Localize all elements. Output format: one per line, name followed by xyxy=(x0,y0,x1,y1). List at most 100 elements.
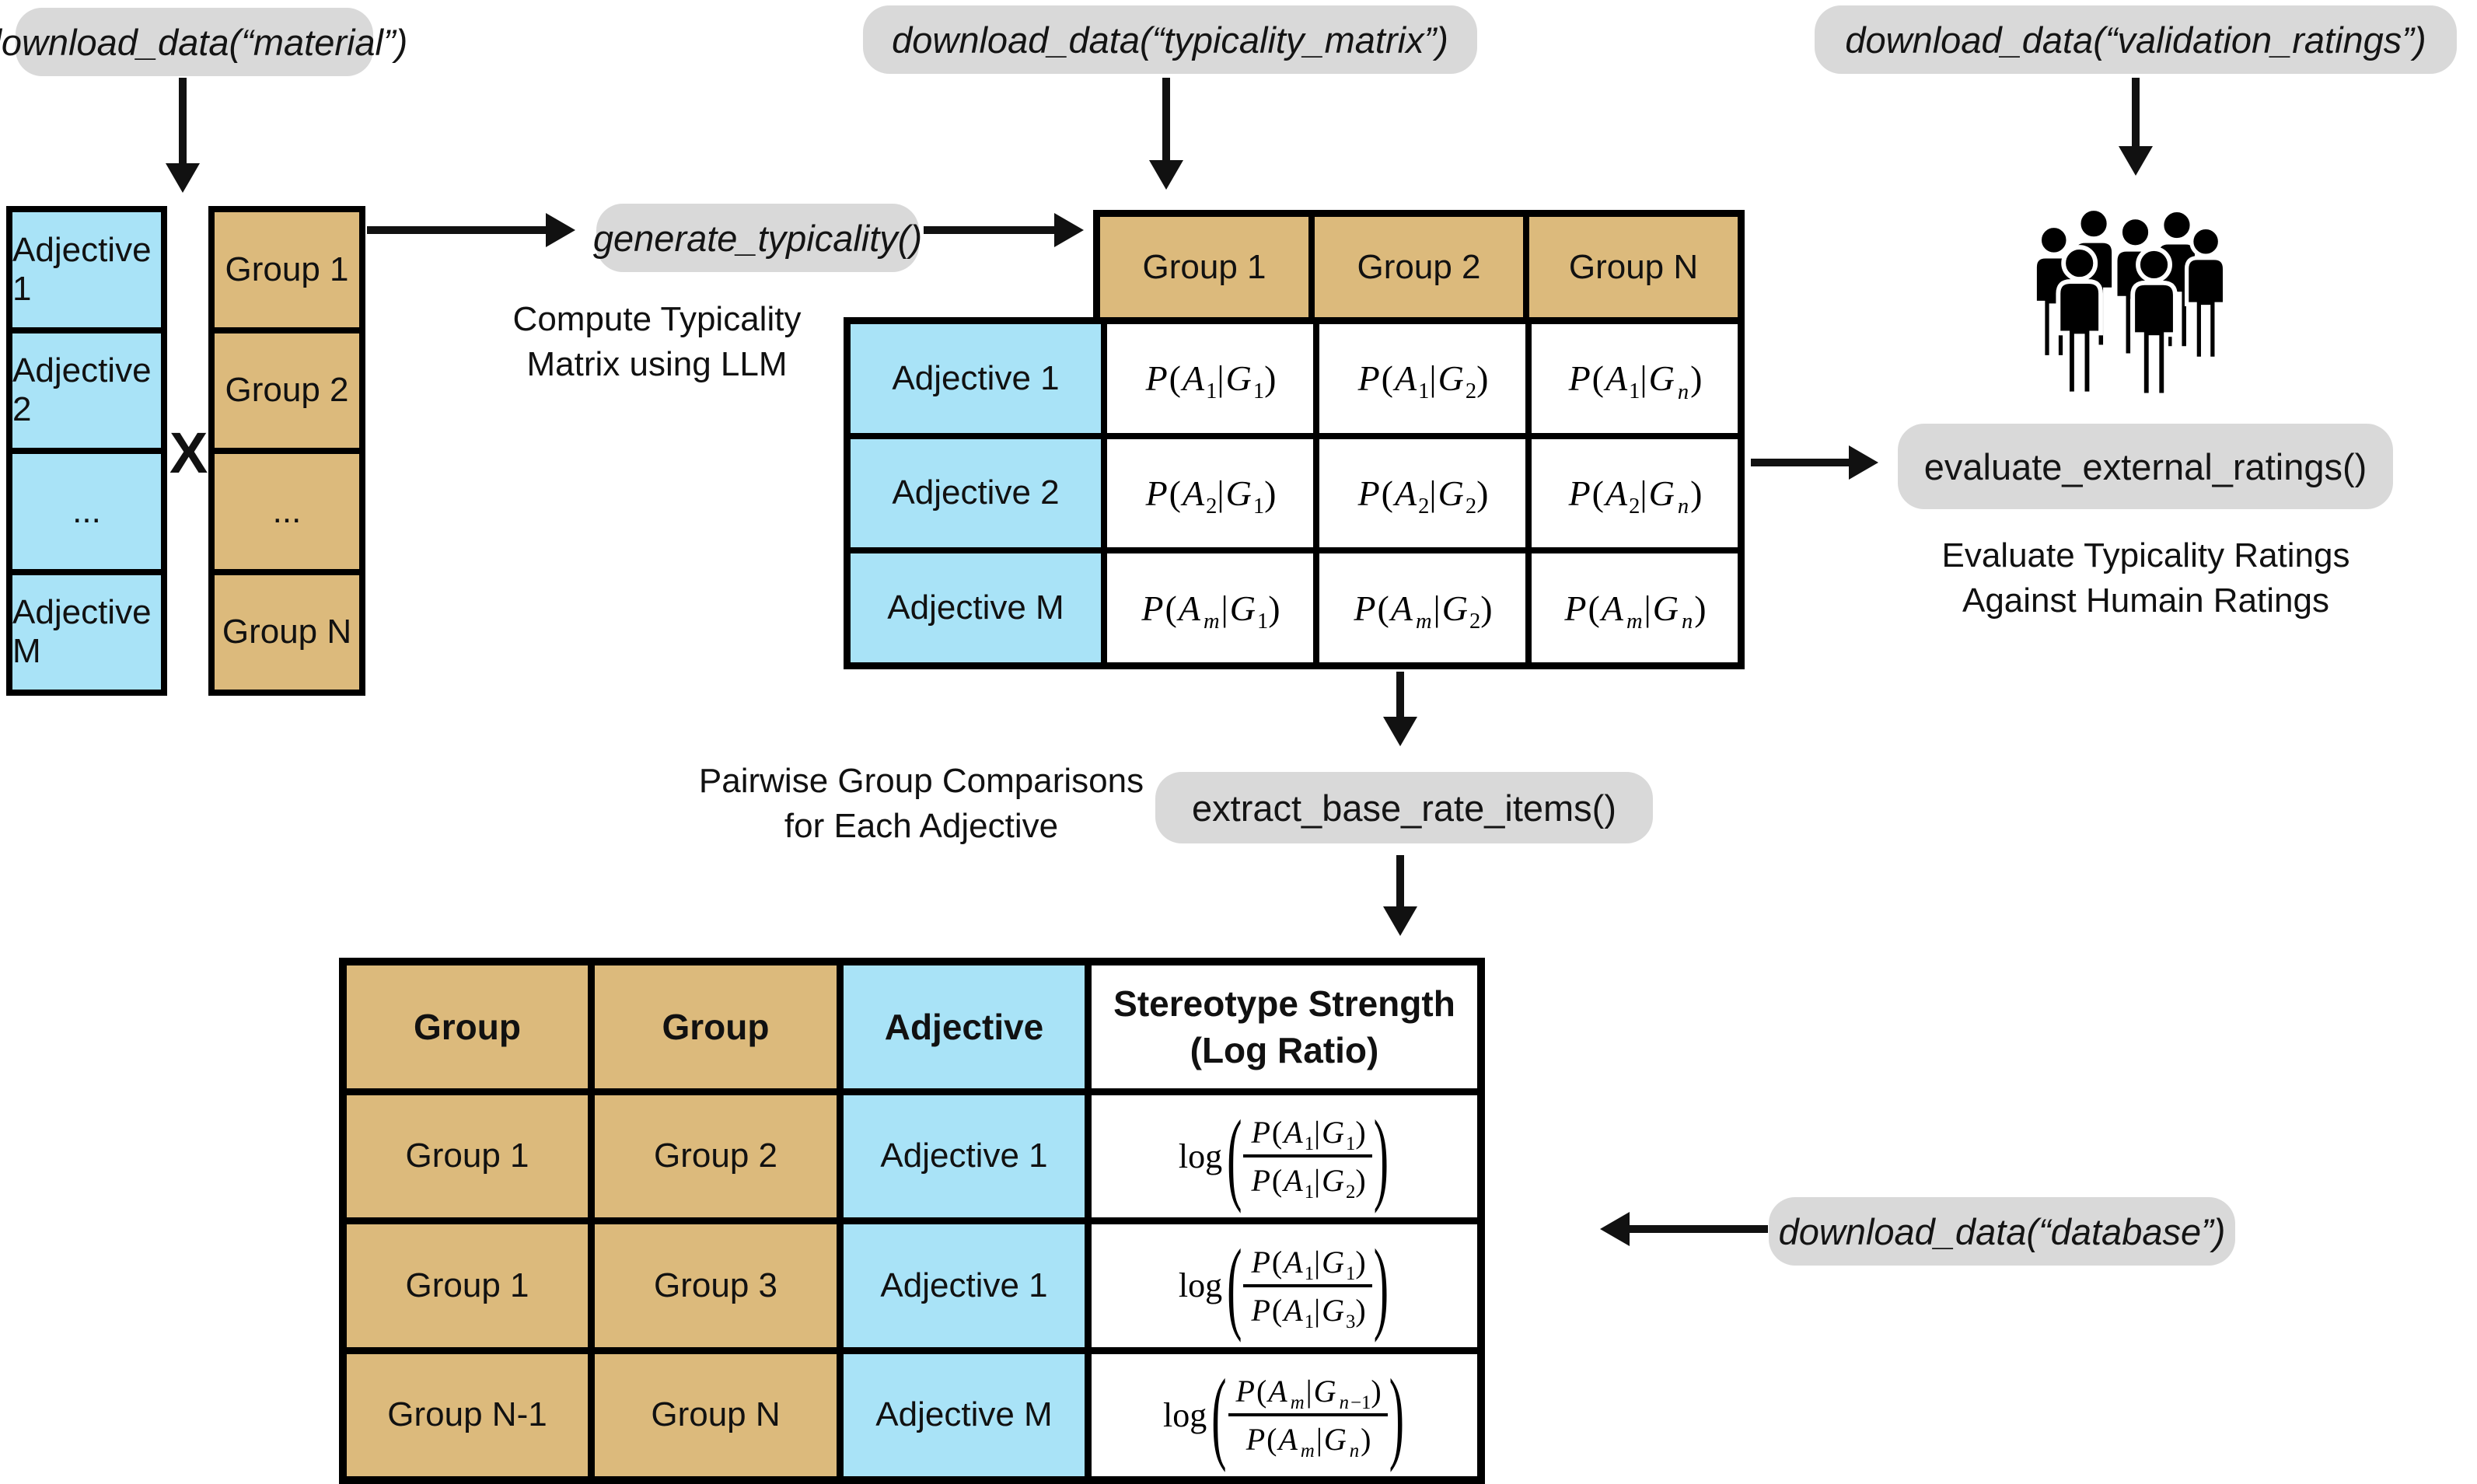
adjective-list-item: Adjective M xyxy=(12,574,161,690)
table-cell-group: Group N xyxy=(595,1353,837,1476)
base-rate-table: Group Group Adjective Stereotype Strengt… xyxy=(339,958,1485,1484)
matrix-cell-formula: P(A1|G2) xyxy=(1357,358,1489,404)
table-header-strength: Stereotype Strength (Log Ratio) xyxy=(1092,965,1477,1088)
cross-product-operator: X xyxy=(169,421,208,485)
pill-evaluate-external-ratings: evaluate_external_ratings() xyxy=(1898,424,2393,509)
caption-line: Compute Typicality xyxy=(512,300,802,338)
log-operator: log xyxy=(1178,1266,1223,1305)
matrix-row-header: Adjective M xyxy=(851,553,1101,662)
left-paren: ( xyxy=(1227,1098,1242,1215)
adjective-list-item: Adjective 1 xyxy=(12,212,161,327)
caption-compute-typicality: Compute Typicality Matrix using LLM xyxy=(466,297,847,387)
table-header-adjective: Adjective xyxy=(844,965,1085,1088)
header-line: Stereotype Strength xyxy=(1113,983,1455,1024)
group-list: Group 1 Group 2 ... Group N xyxy=(208,206,365,696)
matrix-col-header: Group 1 xyxy=(1100,217,1308,317)
fraction-denominator: P(A1|G3) xyxy=(1251,1292,1366,1332)
pill-download-material: download_data(“material”) xyxy=(0,8,407,76)
right-paren: ) xyxy=(1389,1357,1405,1474)
pill-download-database: download_data(“database”) xyxy=(1769,1197,2235,1266)
caption-line: Evaluate Typicality Ratings xyxy=(1941,536,2350,574)
left-paren: ( xyxy=(1211,1357,1227,1474)
arrowhead-down-icon xyxy=(1149,160,1183,190)
table-cell-group: Group N-1 xyxy=(347,1353,588,1476)
crowd-icon xyxy=(2031,197,2231,409)
fraction: P(A1|G1) P(A1|G3) xyxy=(1243,1242,1372,1332)
caption-line: for Each Adjective xyxy=(784,807,1059,845)
arrow-download-to-matrix xyxy=(1162,78,1170,162)
pill-download-typicality-matrix: download_data(“typicality_matrix”) xyxy=(863,5,1477,74)
left-paren: ( xyxy=(1227,1227,1242,1344)
group-list-item: Group N xyxy=(215,574,359,690)
table-cell-adjective: Adjective M xyxy=(844,1353,1085,1476)
arrow-matrix-to-evaluate xyxy=(1751,459,1850,466)
pill-extract-base-rate-items: extract_base_rate_items() xyxy=(1155,772,1653,843)
table-cell-adjective: Adjective 1 xyxy=(844,1224,1085,1347)
group-list-item: Group 1 xyxy=(215,212,359,327)
arrow-database-to-table xyxy=(1628,1225,1768,1233)
pill-generate-typicality: generate_typicality() xyxy=(593,204,922,272)
arrowhead-down-icon xyxy=(1383,717,1417,746)
matrix-cell-formula: P(A2|G2) xyxy=(1357,473,1489,519)
arrow-extract-to-table xyxy=(1396,855,1404,908)
arrowhead-down-icon xyxy=(166,163,200,193)
arrowhead-right-icon xyxy=(1849,445,1878,480)
table-cell-group: Group 1 xyxy=(347,1224,588,1347)
arrowhead-down-icon xyxy=(1383,906,1417,936)
adjective-list-item: Adjective 2 xyxy=(12,333,161,448)
matrix-cell-formula: P(A2|G1) xyxy=(1145,473,1277,519)
log-operator: log xyxy=(1162,1395,1207,1434)
table-cell-group: Group 2 xyxy=(595,1095,837,1217)
fraction-denominator: P(A1|G2) xyxy=(1251,1163,1366,1203)
table-cell-group: Group 1 xyxy=(347,1095,588,1217)
caption-pairwise-comparisons: Pairwise Group Comparisons for Each Adje… xyxy=(669,759,1174,849)
pill-download-validation-ratings: download_data(“validation_ratings”) xyxy=(1815,5,2457,74)
caption-evaluate-ratings: Evaluate Typicality Ratings Against Huma… xyxy=(1885,533,2406,623)
arrow-validation-to-people xyxy=(2132,78,2140,148)
table-cell-adjective: Adjective 1 xyxy=(844,1095,1085,1217)
arrow-matrix-to-extract xyxy=(1396,672,1404,718)
fraction: P(A1|G1) P(A1|G2) xyxy=(1243,1112,1372,1203)
log-operator: log xyxy=(1178,1137,1223,1175)
typicality-matrix-header: Group 1 Group 2 Group N xyxy=(1093,210,1745,324)
arrowhead-right-icon xyxy=(1054,213,1084,247)
table-cell-group: Group 3 xyxy=(595,1224,837,1347)
adjective-list-ellipsis: ... xyxy=(12,454,161,569)
arrow-columns-to-generate xyxy=(367,226,547,234)
header-line: (Log Ratio) xyxy=(1190,1029,1379,1070)
adjective-list: Adjective 1 Adjective 2 ... Adjective M xyxy=(6,206,167,696)
table-cell-log-ratio: log ( P(A1|G1) P(A1|G3) ) xyxy=(1092,1224,1477,1347)
caption-line: Matrix using LLM xyxy=(526,345,788,383)
matrix-cell-formula: P(A1|G1) xyxy=(1145,358,1277,404)
matrix-col-header: Group N xyxy=(1529,217,1738,317)
right-paren: ) xyxy=(1373,1227,1389,1344)
matrix-col-header: Group 2 xyxy=(1315,217,1523,317)
arrow-generate-to-matrix xyxy=(924,226,1056,234)
fraction-numerator: P(A1|G1) xyxy=(1251,1244,1366,1284)
matrix-row-header: Adjective 1 xyxy=(851,324,1101,433)
arrowhead-left-icon xyxy=(1600,1212,1630,1246)
caption-line: Pairwise Group Comparisons xyxy=(698,762,1144,800)
arrowhead-down-icon xyxy=(2119,146,2153,176)
group-list-ellipsis: ... xyxy=(215,454,359,569)
table-header-group-a: Group xyxy=(347,965,588,1088)
right-paren: ) xyxy=(1373,1098,1389,1215)
matrix-row-header: Adjective 2 xyxy=(851,438,1101,548)
fraction-numerator: P(A1|G1) xyxy=(1251,1115,1366,1155)
table-cell-log-ratio: log ( P(A1|G1) P(A1|G2) ) xyxy=(1092,1095,1477,1217)
caption-line: Against Humain Ratings xyxy=(1962,581,2329,620)
table-header-group-b: Group xyxy=(595,965,837,1088)
arrowhead-right-icon xyxy=(546,213,575,247)
group-list-item: Group 2 xyxy=(215,333,359,448)
